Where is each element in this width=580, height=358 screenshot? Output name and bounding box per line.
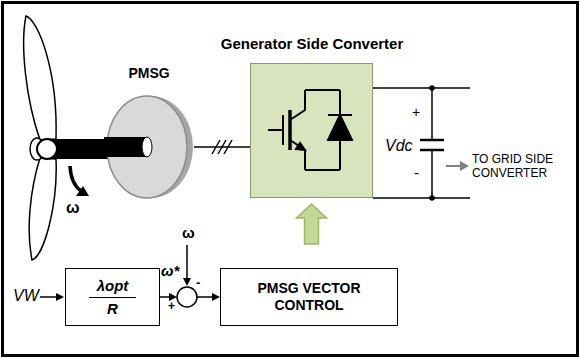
rotation-arrow (70, 166, 89, 196)
wind-speed-symbol: VW (13, 287, 39, 305)
converter-title: Generator Side Converter (218, 34, 407, 53)
generator-shape (104, 94, 194, 200)
sign-minus: - (196, 276, 200, 291)
gain-text: R (107, 298, 118, 318)
converter-box (250, 63, 373, 198)
connector (297, 204, 327, 244)
wind-turbine (24, 16, 57, 260)
generator-name: PMSG (104, 64, 194, 82)
connector (194, 140, 250, 154)
speed-symbol: ω (66, 199, 80, 217)
gain-text: λopt (89, 277, 137, 298)
reference-symbol: ω* (161, 262, 179, 279)
frame (3, 3, 578, 356)
feedback-arrow (183, 245, 191, 286)
control-box: PMSG VECTOR CONTROL (220, 268, 398, 326)
speed-symbol: ω (182, 224, 195, 241)
summing-junction (177, 287, 197, 307)
generator-disk: PMSG (104, 64, 194, 202)
grid-arrow (446, 161, 469, 171)
grid-note: TO GRID SIDE CONVERTER (472, 152, 572, 180)
control-text: PMSG VECTOR CONTROL (247, 280, 372, 314)
hub (37, 139, 57, 159)
gain-box: λoptR (65, 268, 160, 326)
input-arrow (40, 293, 64, 301)
voltage-symbol: Vdc (385, 137, 413, 155)
polarity-plus: + (412, 104, 420, 120)
converter-block: Generator Side Converter (218, 34, 407, 199)
sign-plus: + (168, 300, 175, 314)
polarity-minus: - (414, 164, 419, 181)
igbt-symbol (268, 90, 352, 170)
converter-fill (250, 63, 373, 198)
dc-link (373, 86, 470, 200)
